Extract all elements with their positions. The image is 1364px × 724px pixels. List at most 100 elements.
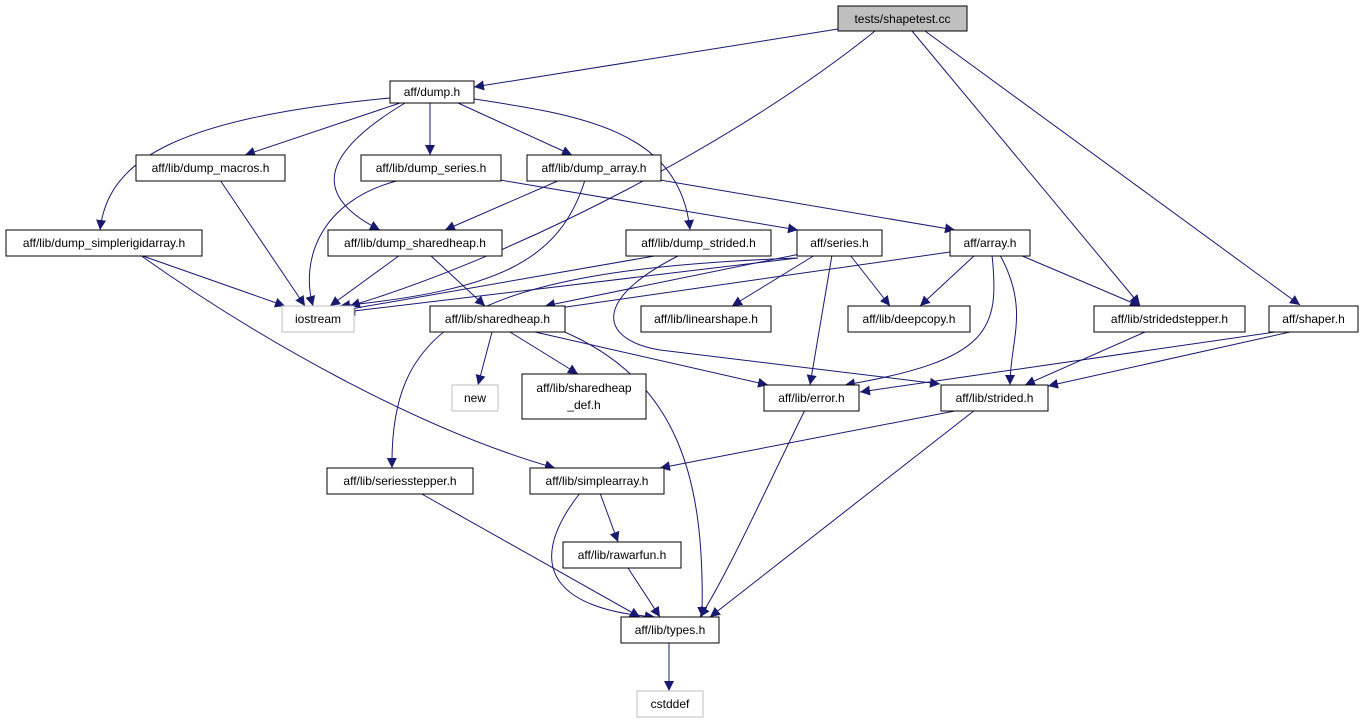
edge-stridedstepper-to-strided <box>1024 331 1146 386</box>
node-sharedheap-def-label-line2: _def.h <box>566 398 600 412</box>
edges <box>96 28 1301 691</box>
edge-dump-simplerigidarray-to-iostream <box>139 254 286 308</box>
node-deepcopy[interactable]: aff/lib/deepcopy.h <box>847 305 971 333</box>
node-dump-sharedheap[interactable]: aff/lib/dump_sharedheap.h <box>327 229 503 257</box>
node-simplearray-label: aff/lib/simplearray.h <box>546 474 649 488</box>
edge-dump-macros-to-iostream <box>219 179 306 307</box>
node-dump-series-label: aff/lib/dump_series.h <box>376 161 487 175</box>
edge-array-to-sharedheap <box>544 251 951 314</box>
node-dump-simplerigidarray[interactable]: aff/lib/dump_simplerigidarray.h <box>5 229 203 257</box>
node-dump-simplerigidarray-label: aff/lib/dump_simplerigidarray.h <box>23 236 185 250</box>
node-new-label: new <box>464 391 486 405</box>
edge-sharedheap-to-types <box>559 329 708 618</box>
node-dump-macros-label: aff/lib/dump_macros.h <box>152 161 270 175</box>
node-types[interactable]: aff/lib/types.h <box>620 616 720 644</box>
edge-dump-sharedheap-to-iostream <box>329 254 401 307</box>
edge-series-to-sharedheap <box>544 253 801 309</box>
node-dump-strided[interactable]: aff/lib/dump_strided.h <box>625 229 772 257</box>
edge-simplearray-to-rawarfun <box>599 492 620 543</box>
edge-rawarfun-to-types <box>627 567 661 618</box>
node-simplearray[interactable]: aff/lib/simplearray.h <box>529 467 665 495</box>
edge-dump-series-to-iostream <box>305 179 401 307</box>
edge-dump-strided-to-iostream <box>344 254 661 314</box>
node-deepcopy-label: aff/lib/deepcopy.h <box>863 312 956 326</box>
edge-root-to-iostream <box>349 30 876 308</box>
edge-array-to-stridedstepper <box>1019 254 1141 307</box>
edge-error-to-types <box>699 409 806 618</box>
node-shaper[interactable]: aff/shaper.h <box>1268 305 1359 333</box>
node-root-label: tests/shapetest.cc <box>854 12 950 26</box>
edge-shaper-to-strided <box>1047 331 1291 389</box>
edge-strided-to-types <box>709 409 976 618</box>
edge-dump-array-to-array <box>659 179 956 234</box>
edge-series-to-iostream <box>344 257 799 316</box>
node-linearshape[interactable]: aff/lib/linearshape.h <box>640 305 772 333</box>
node-iostream-label: iostream <box>295 312 341 326</box>
node-dump-series[interactable]: aff/lib/dump_series.h <box>360 154 502 182</box>
edge-dump-to-dump-array <box>457 102 573 156</box>
edge-sharedheap-to-error <box>534 331 769 388</box>
edge-dump-simplerigidarray-to-simplearray <box>139 254 556 471</box>
node-strided[interactable]: aff/lib/strided.h <box>940 384 1049 412</box>
edge-dump-to-dump-sharedheap <box>333 102 406 231</box>
node-dump-sharedheap-label: aff/lib/dump_sharedheap.h <box>344 236 486 250</box>
node-array[interactable]: aff/array.h <box>949 229 1031 257</box>
edge-array-to-error <box>844 254 995 389</box>
node-rawarfun-label: aff/lib/rawarfun.h <box>578 548 667 562</box>
node-rawarfun[interactable]: aff/lib/rawarfun.h <box>562 541 682 569</box>
edge-dump-to-dump-macros <box>244 102 401 157</box>
node-sharedheap-label: aff/lib/sharedheap.h <box>445 312 550 326</box>
node-error[interactable]: aff/lib/error.h <box>763 384 860 412</box>
edge-seriesstepper-to-types <box>419 492 641 618</box>
edge-dump-array-to-dump-sharedheap <box>444 179 561 231</box>
node-types-label: aff/lib/types.h <box>635 623 706 637</box>
node-array-label: aff/array.h <box>964 236 1017 250</box>
node-stridedstepper[interactable]: aff/lib/stridedstepper.h <box>1093 305 1246 333</box>
node-dump-label: aff/dump.h <box>404 85 460 99</box>
node-dump-array-label: aff/lib/dump_array.h <box>542 161 647 175</box>
node-stridedstepper-label: aff/lib/stridedstepper.h <box>1111 312 1228 326</box>
node-dump[interactable]: aff/dump.h <box>389 80 475 104</box>
node-seriesstepper-label: aff/lib/seriesstepper.h <box>343 474 456 488</box>
edge-array-to-strided <box>999 254 1018 386</box>
edge-series-to-seriesstepper <box>386 257 799 469</box>
nodes: tests/shapetest.cc aff/dump.h aff/lib/du… <box>5 5 1359 718</box>
edge-dump-series-to-series <box>499 179 799 234</box>
node-series-label: aff/series.h <box>810 236 868 250</box>
node-cstddef[interactable]: cstddef <box>636 690 704 718</box>
node-series[interactable]: aff/series.h <box>796 229 883 257</box>
node-sharedheap-def[interactable]: aff/lib/sharedheap _def.h <box>521 373 647 420</box>
node-sharedheap-def-label-line1: aff/lib/sharedheap <box>536 381 632 395</box>
node-error-label: aff/lib/error.h <box>778 391 844 405</box>
edge-root-to-stridedstepper <box>911 30 1141 306</box>
node-iostream[interactable]: iostream <box>281 305 355 333</box>
node-seriesstepper[interactable]: aff/lib/seriesstepper.h <box>326 467 474 495</box>
edge-dump-to-dump-strided <box>473 98 694 231</box>
edge-series-to-linearshape <box>731 254 816 307</box>
node-dump-strided-label: aff/lib/dump_strided.h <box>641 236 756 250</box>
edge-root-to-dump <box>473 28 839 91</box>
node-dump-macros[interactable]: aff/lib/dump_macros.h <box>135 154 286 182</box>
node-sharedheap[interactable]: aff/lib/sharedheap.h <box>429 305 566 333</box>
edge-dump-strided-to-strided <box>613 254 941 388</box>
node-new[interactable]: new <box>451 384 499 412</box>
node-strided-label: aff/lib/strided.h <box>956 391 1034 405</box>
edge-dump-to-dump-simplerigidarray <box>96 97 391 231</box>
edge-dump-array-to-iostream <box>339 179 586 310</box>
edge-dump-sharedheap-to-sharedheap <box>429 254 486 307</box>
edge-simplearray-to-types <box>551 492 656 622</box>
node-dump-array[interactable]: aff/lib/dump_array.h <box>526 154 662 182</box>
node-root[interactable]: tests/shapetest.cc <box>837 5 968 32</box>
edge-array-to-deepcopy <box>919 254 976 307</box>
edge-root-to-shaper <box>924 30 1301 306</box>
node-cstddef-label: cstddef <box>651 697 690 711</box>
edge-series-to-error <box>806 254 833 386</box>
edge-strided-to-simplearray <box>659 409 961 472</box>
node-shaper-label: aff/shaper.h <box>1282 312 1345 326</box>
node-linearshape-label: aff/lib/linearshape.h <box>654 312 758 326</box>
edge-shaper-to-error <box>859 331 1276 396</box>
edge-sharedheap-to-sharedheap-def <box>509 331 579 375</box>
edge-series-to-deepcopy <box>849 254 891 307</box>
edge-sharedheap-to-new <box>475 331 493 386</box>
